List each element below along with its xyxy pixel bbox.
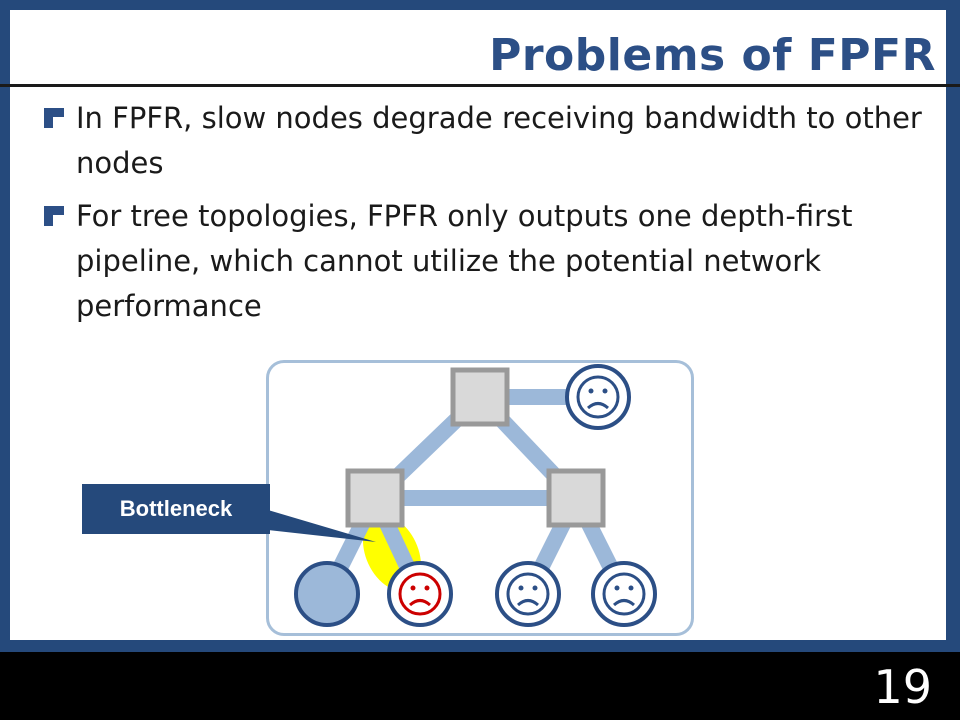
bullet-text: For tree topologies, FPFR only outputs o… bbox=[76, 199, 853, 323]
bullet-list: In FPFR, slow nodes degrade receiving ba… bbox=[42, 96, 942, 337]
sad-face-icon bbox=[387, 561, 453, 627]
square-bullet-icon bbox=[44, 108, 64, 128]
switch-icon bbox=[345, 468, 405, 528]
slide-title: Problems of FPFR bbox=[489, 30, 936, 81]
bullet-item: In FPFR, slow nodes degrade receiving ba… bbox=[42, 96, 942, 186]
footer-bar bbox=[0, 652, 960, 720]
bullet-item: For tree topologies, FPFR only outputs o… bbox=[42, 194, 942, 329]
title-divider bbox=[0, 84, 960, 87]
callout-pointer bbox=[268, 510, 376, 542]
sad-face-icon bbox=[565, 364, 631, 430]
bullet-text: In FPFR, slow nodes degrade receiving ba… bbox=[76, 101, 922, 180]
bottleneck-callout: Bottleneck bbox=[82, 484, 270, 534]
switch-icon bbox=[450, 367, 510, 427]
sad-face-icon bbox=[495, 561, 561, 627]
switch-icon bbox=[546, 468, 606, 528]
sad-face-icon bbox=[591, 561, 657, 627]
page-number: 19 bbox=[873, 660, 932, 714]
host-node-icon bbox=[294, 561, 360, 627]
square-bullet-icon bbox=[44, 206, 64, 226]
